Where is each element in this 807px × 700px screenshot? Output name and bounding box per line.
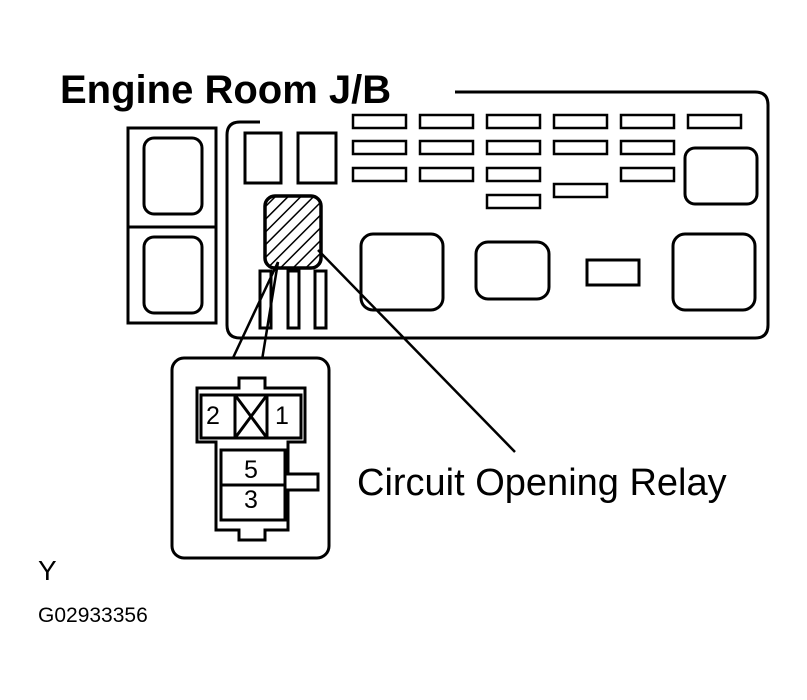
pin-number-1: 1 (275, 402, 289, 430)
terminal-slot (286, 269, 301, 330)
fuse-slot (552, 182, 609, 199)
pin-number-3: 3 (244, 486, 258, 514)
fuse-slot (485, 113, 542, 130)
fuse-slot (418, 139, 475, 156)
socket-b (296, 131, 338, 185)
connector-outline (195, 376, 320, 542)
fuse-slot (351, 113, 408, 130)
fuse-slot (418, 113, 475, 130)
circuit-opening-relay (263, 194, 323, 270)
relay-callout-label: Circuit Opening Relay (357, 462, 727, 504)
connector-top-row (199, 393, 303, 440)
fuse-slot (351, 166, 408, 183)
relay-socket-upper-right (683, 146, 759, 206)
fuse-slot (686, 113, 743, 130)
fuse-slot (351, 139, 408, 156)
relay-socket-large-right (671, 232, 757, 312)
zoom-bracket (230, 261, 280, 361)
terminal-slot (313, 269, 328, 330)
junction-block-outline (225, 90, 770, 340)
fuse-socket-small (585, 258, 641, 287)
relay-socket-middle (474, 240, 551, 301)
callout-leader-line (317, 249, 516, 453)
left-block-lower-socket (142, 235, 204, 315)
fuse-slot (619, 139, 676, 156)
fuse-slot (619, 113, 676, 130)
fuse-slot (485, 193, 542, 210)
code-letter: Y (38, 555, 57, 586)
fuse-slot (619, 166, 676, 183)
fuse-slot (418, 166, 475, 183)
fuse-slot (485, 166, 542, 183)
fuse-slot (552, 113, 609, 130)
relay-socket-large-left (359, 232, 445, 312)
fuse-slot (485, 139, 542, 156)
pin-number-5: 5 (244, 456, 258, 484)
diagram-title: Engine Room J/B (60, 68, 392, 112)
figure-code: G02933356 (38, 604, 148, 627)
left-block-upper-socket (142, 136, 204, 216)
connector-zoom-box (170, 356, 331, 560)
fuse-slot (552, 139, 609, 156)
pin-number-2: 2 (206, 402, 220, 430)
socket-a (243, 131, 283, 185)
